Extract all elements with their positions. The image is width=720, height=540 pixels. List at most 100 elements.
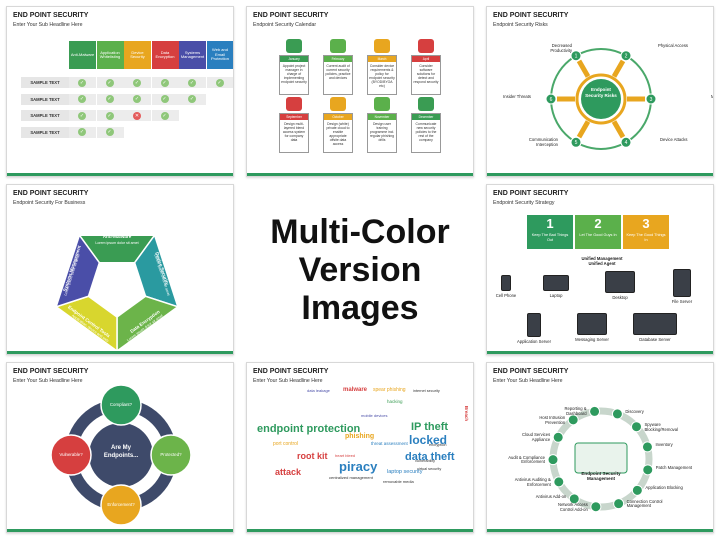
device-label: Cell Phone bbox=[495, 293, 517, 298]
risk-number-dot bbox=[645, 93, 657, 105]
calendar-icon bbox=[418, 39, 434, 53]
desktop-icon bbox=[605, 271, 635, 293]
risk-arrow bbox=[611, 59, 626, 78]
monitor-icon bbox=[574, 442, 628, 474]
slide-thumbnail-1[interactable]: END POINT SECURITY Enter Your Sub Headli… bbox=[6, 6, 234, 177]
risk-label: Insider Threats bbox=[503, 94, 531, 99]
matrix-cell: ✓ bbox=[96, 110, 124, 121]
feature-label: Antivirus Auditing & Enforcement bbox=[514, 476, 551, 487]
risk-number: 1 bbox=[575, 53, 578, 59]
cross-icon: ✕ bbox=[133, 111, 141, 120]
hub-label: Endpoint Security Risks bbox=[585, 87, 617, 98]
calendar-icon bbox=[286, 39, 302, 53]
matrix-row-label: SAMPLE TEXT bbox=[21, 77, 69, 88]
cloud-word: Breach bbox=[464, 405, 470, 422]
slide-thumbnail-4[interactable]: END POINT SECURITY Endpoint Security For… bbox=[6, 184, 234, 355]
cloud-word: phishing bbox=[345, 433, 375, 440]
slide-title: END POINT SECURITY bbox=[253, 12, 329, 19]
server-icon bbox=[527, 313, 541, 337]
feature-icon bbox=[552, 431, 564, 443]
check-icon: ✓ bbox=[160, 111, 169, 120]
caption-line-1: Multi-Color bbox=[270, 212, 450, 251]
feature-icon bbox=[590, 501, 602, 513]
matrix-cell: ✓ bbox=[124, 93, 151, 105]
check-icon: ✓ bbox=[105, 128, 114, 136]
cloud-word: centralized management bbox=[329, 475, 373, 480]
feature-label: Cloud Services Appliance bbox=[522, 432, 551, 443]
matrix-cell: ✓ bbox=[96, 93, 124, 105]
feature-icon bbox=[631, 484, 643, 496]
risk-number: 4 bbox=[625, 140, 628, 146]
cloud-word: malware bbox=[343, 387, 368, 393]
feature-label: Audit & Compliance Enforcement bbox=[508, 454, 545, 465]
slide-thumbnail-8[interactable]: END POINT SECURITY Enter Your Sub Headli… bbox=[486, 362, 714, 533]
cloud-word: heart bleed bbox=[335, 453, 356, 458]
feature-icon bbox=[553, 476, 565, 488]
slide-thumbnail-6[interactable]: END POINT SECURITY Enter Your Sub Headli… bbox=[6, 362, 234, 533]
matrix-cell: ✓ bbox=[69, 77, 96, 88]
cloud-word: threat assessment bbox=[371, 441, 408, 446]
risk-label: Decreased Productivity bbox=[550, 42, 572, 53]
slide-thumbnail-7[interactable]: END POINT SECURITY Enter Your Sub Headli… bbox=[246, 362, 474, 533]
slide-subtitle: Enter Your Sub Headline Here bbox=[253, 378, 323, 384]
feature-icon bbox=[567, 414, 579, 426]
cloud-word: removable media bbox=[383, 479, 414, 484]
cloud-word: spear phishing bbox=[373, 387, 406, 393]
matrix-row-label: SAMPLE TEXT bbox=[21, 93, 69, 105]
endpoint-node bbox=[50, 434, 92, 476]
feature-label: Spyware Blocking/Removal bbox=[644, 421, 678, 432]
matrix-cell: ✓ bbox=[179, 77, 206, 88]
segment-title: Anti-Malware bbox=[102, 234, 132, 239]
feature-icon bbox=[589, 405, 601, 417]
slide-thumbnail-3[interactable]: END POINT SECURITY Endpoint Security Ris… bbox=[486, 6, 714, 177]
pentagon-center bbox=[88, 262, 146, 317]
matrix-cell: ✓ bbox=[96, 77, 124, 88]
cloud-word: root kit bbox=[297, 451, 328, 461]
risk-number: 5 bbox=[575, 140, 578, 146]
check-icon: ✓ bbox=[215, 78, 224, 87]
endpoint-node bbox=[150, 434, 192, 476]
feature-icon bbox=[630, 421, 642, 433]
step-text: Keep The Bad Things Out bbox=[531, 233, 569, 242]
check-icon: ✓ bbox=[133, 78, 141, 87]
endpoint-node bbox=[100, 484, 142, 526]
card-text: Design multi-layered blend access system… bbox=[282, 122, 306, 143]
agent-label: Unified Management Unified Agent bbox=[581, 256, 623, 266]
risk-number-dot bbox=[620, 136, 632, 148]
cloud-word: data theft bbox=[405, 451, 455, 463]
cloud-word: virtual security bbox=[417, 467, 442, 471]
cloud-word: encryption bbox=[429, 443, 447, 447]
risk-label: Device Attacks bbox=[660, 137, 688, 143]
matrix-column-header: Data Encryption bbox=[151, 41, 179, 69]
matrix-column-header: Systems Management bbox=[179, 41, 206, 69]
phone-icon bbox=[501, 275, 511, 291]
server-icon bbox=[577, 313, 607, 335]
device-label: Application Server bbox=[517, 339, 551, 344]
slide-title: END POINT SECURITY bbox=[493, 190, 569, 197]
matrix-cell: ✓ bbox=[69, 93, 96, 105]
pentagon-diagram bbox=[54, 233, 180, 353]
endpoints-cycle-diagram bbox=[50, 384, 192, 526]
slide-title: END POINT SECURITY bbox=[493, 368, 569, 375]
hub-label: Are My Endpoints... bbox=[103, 445, 139, 459]
server-icon bbox=[673, 269, 691, 297]
slide-thumbnail-2[interactable]: END POINT SECURITY Endpoint Security Cal… bbox=[246, 6, 474, 177]
cloud-word: locked bbox=[409, 433, 448, 447]
matrix-column-header: Application Whitelisting bbox=[96, 41, 124, 69]
cloud-word: piracy bbox=[339, 459, 378, 474]
matrix-cell: ✓ bbox=[69, 126, 96, 138]
device-label: Laptop bbox=[549, 293, 563, 298]
hub-inner bbox=[581, 79, 621, 119]
slide-subtitle: Endpoint Security Calendar bbox=[253, 22, 317, 28]
check-icon: ✓ bbox=[133, 95, 141, 103]
cloud-word: mobile devices bbox=[361, 413, 388, 418]
slide-thumbnail-5[interactable]: END POINT SECURITY Endpoint Security Str… bbox=[486, 184, 714, 355]
step-text: Keep The Good Things In bbox=[626, 233, 666, 242]
cloud-word: endpoint protection bbox=[257, 423, 361, 435]
